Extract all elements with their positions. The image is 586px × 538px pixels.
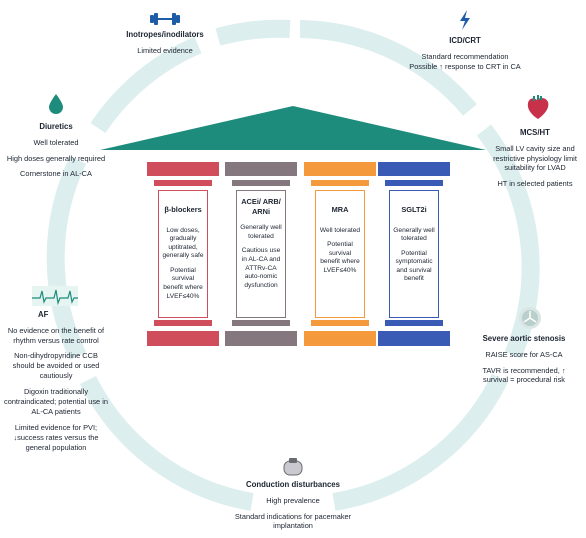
pillar-point: Well tolerated <box>319 226 361 234</box>
pillar-capital-band <box>154 180 212 186</box>
ecg-icon <box>32 286 78 306</box>
pillar-point: Generally well tolerated <box>240 224 282 240</box>
pillar-shaft: MRA Well tolerated Potential survival be… <box>315 190 365 318</box>
pillar-shaft: ACEi/ ARB/ ARNi Generally well tolerated… <box>236 190 286 318</box>
pillar-capital-band <box>385 180 443 186</box>
pillar-capital <box>378 162 450 176</box>
pillar-base-band <box>154 320 212 326</box>
pillar-capital <box>304 162 376 176</box>
pillar-capital <box>147 162 219 176</box>
pillar-point: Potential survival benefit where LVEF≤40… <box>320 241 360 274</box>
section-line: No evidence on the benefit of rhythm ver… <box>7 325 105 345</box>
aortic-stenosis-section: Severe aortic stenosis RAISE score for A… <box>470 334 578 391</box>
pillar-base <box>304 331 376 346</box>
section-line: Non-dihydropyridine CCB should be avoide… <box>12 351 100 381</box>
pillar-capital-band <box>311 180 369 186</box>
pillar-point: Generally well tolerated <box>393 226 435 243</box>
section-title: Severe aortic stenosis <box>482 334 566 343</box>
pillar-point: Cautious use in AL-CA and ATTRv-CA auto-… <box>241 247 281 289</box>
pillar-title: ACEi/ ARB/ ARNi <box>241 197 281 216</box>
section-line: Small LV cavity size and restrictive phy… <box>493 143 577 173</box>
mcs-ht-section: MCS/HT Small LV cavity size and restrict… <box>486 128 584 195</box>
dumbbell-icon <box>150 13 180 25</box>
pillar-point: Low doses, gradually uptitrated, general… <box>162 226 204 260</box>
diuretics-section: Diuretics Well tolerated High doses gene… <box>6 122 106 185</box>
pillar-capital-band <box>232 180 290 186</box>
pillar-base-band <box>311 320 369 326</box>
pacemaker-icon <box>283 458 303 476</box>
pillar-shaft: β-blockers Low doses, gradually uptitrat… <box>158 190 208 318</box>
section-line: Limited evidence for PVI; ↓success rates… <box>13 423 99 453</box>
pillar-title: SGLT2i <box>401 205 427 214</box>
section-title: AF <box>38 310 49 319</box>
section-line: High doses generally required <box>6 153 106 163</box>
pillar-base <box>147 331 219 346</box>
section-line: TAVR is recommended, ↑ survival = proced… <box>482 365 566 385</box>
pillar-base <box>225 331 297 346</box>
section-line: RAISE score for AS-CA <box>485 349 563 359</box>
section-title: ICD/CRT <box>449 36 481 45</box>
section-line: High prevalence <box>266 495 320 505</box>
section-line: HT in selected patients <box>497 179 573 189</box>
section-line: Digoxin traditionally contraindicated; p… <box>4 387 108 417</box>
pillar-base-band <box>385 320 443 326</box>
droplet-icon <box>49 94 63 114</box>
section-title: Conduction disturbances <box>245 480 340 489</box>
valve-icon <box>519 307 541 329</box>
section-line: Standard indications for pacemaker impla… <box>234 511 352 531</box>
pillar-shaft: SGLT2i Generally well tolerated Potentia… <box>389 190 439 318</box>
section-line: Possible ↑ response to CRT in CA <box>409 61 521 71</box>
section-line: Well tolerated <box>33 137 79 147</box>
lightning-icon <box>460 10 470 30</box>
section-title: MCS/HT <box>520 128 550 137</box>
inotropes-section: Inotropes/inodilators Limited evidence <box>110 30 220 62</box>
section-line: Cornerstone in AL-CA <box>20 169 92 179</box>
pillar-base <box>378 331 450 346</box>
heart-icon <box>527 95 549 119</box>
pillar-base-band <box>232 320 290 326</box>
section-line: Standard recommendation <box>421 51 509 61</box>
pillar-capital <box>225 162 297 176</box>
af-section: AF No evidence on the benefit of rhythm … <box>4 310 108 459</box>
pillar-point: Potential symptomatic and survival benef… <box>395 249 433 283</box>
pillar-title: MRA <box>331 205 349 214</box>
pillar-title: β-blockers <box>164 205 202 214</box>
conduction-section: Conduction disturbances High prevalence … <box>218 480 368 537</box>
section-title: Inotropes/inodilators <box>126 30 204 39</box>
section-title: Diuretics <box>39 122 73 131</box>
icd-crt-section: ICD/CRT Standard recommendation Possible… <box>395 36 535 71</box>
section-line: Limited evidence <box>137 45 193 55</box>
pillar-point: Potential survival benefit where LVEF≤40… <box>163 266 203 300</box>
